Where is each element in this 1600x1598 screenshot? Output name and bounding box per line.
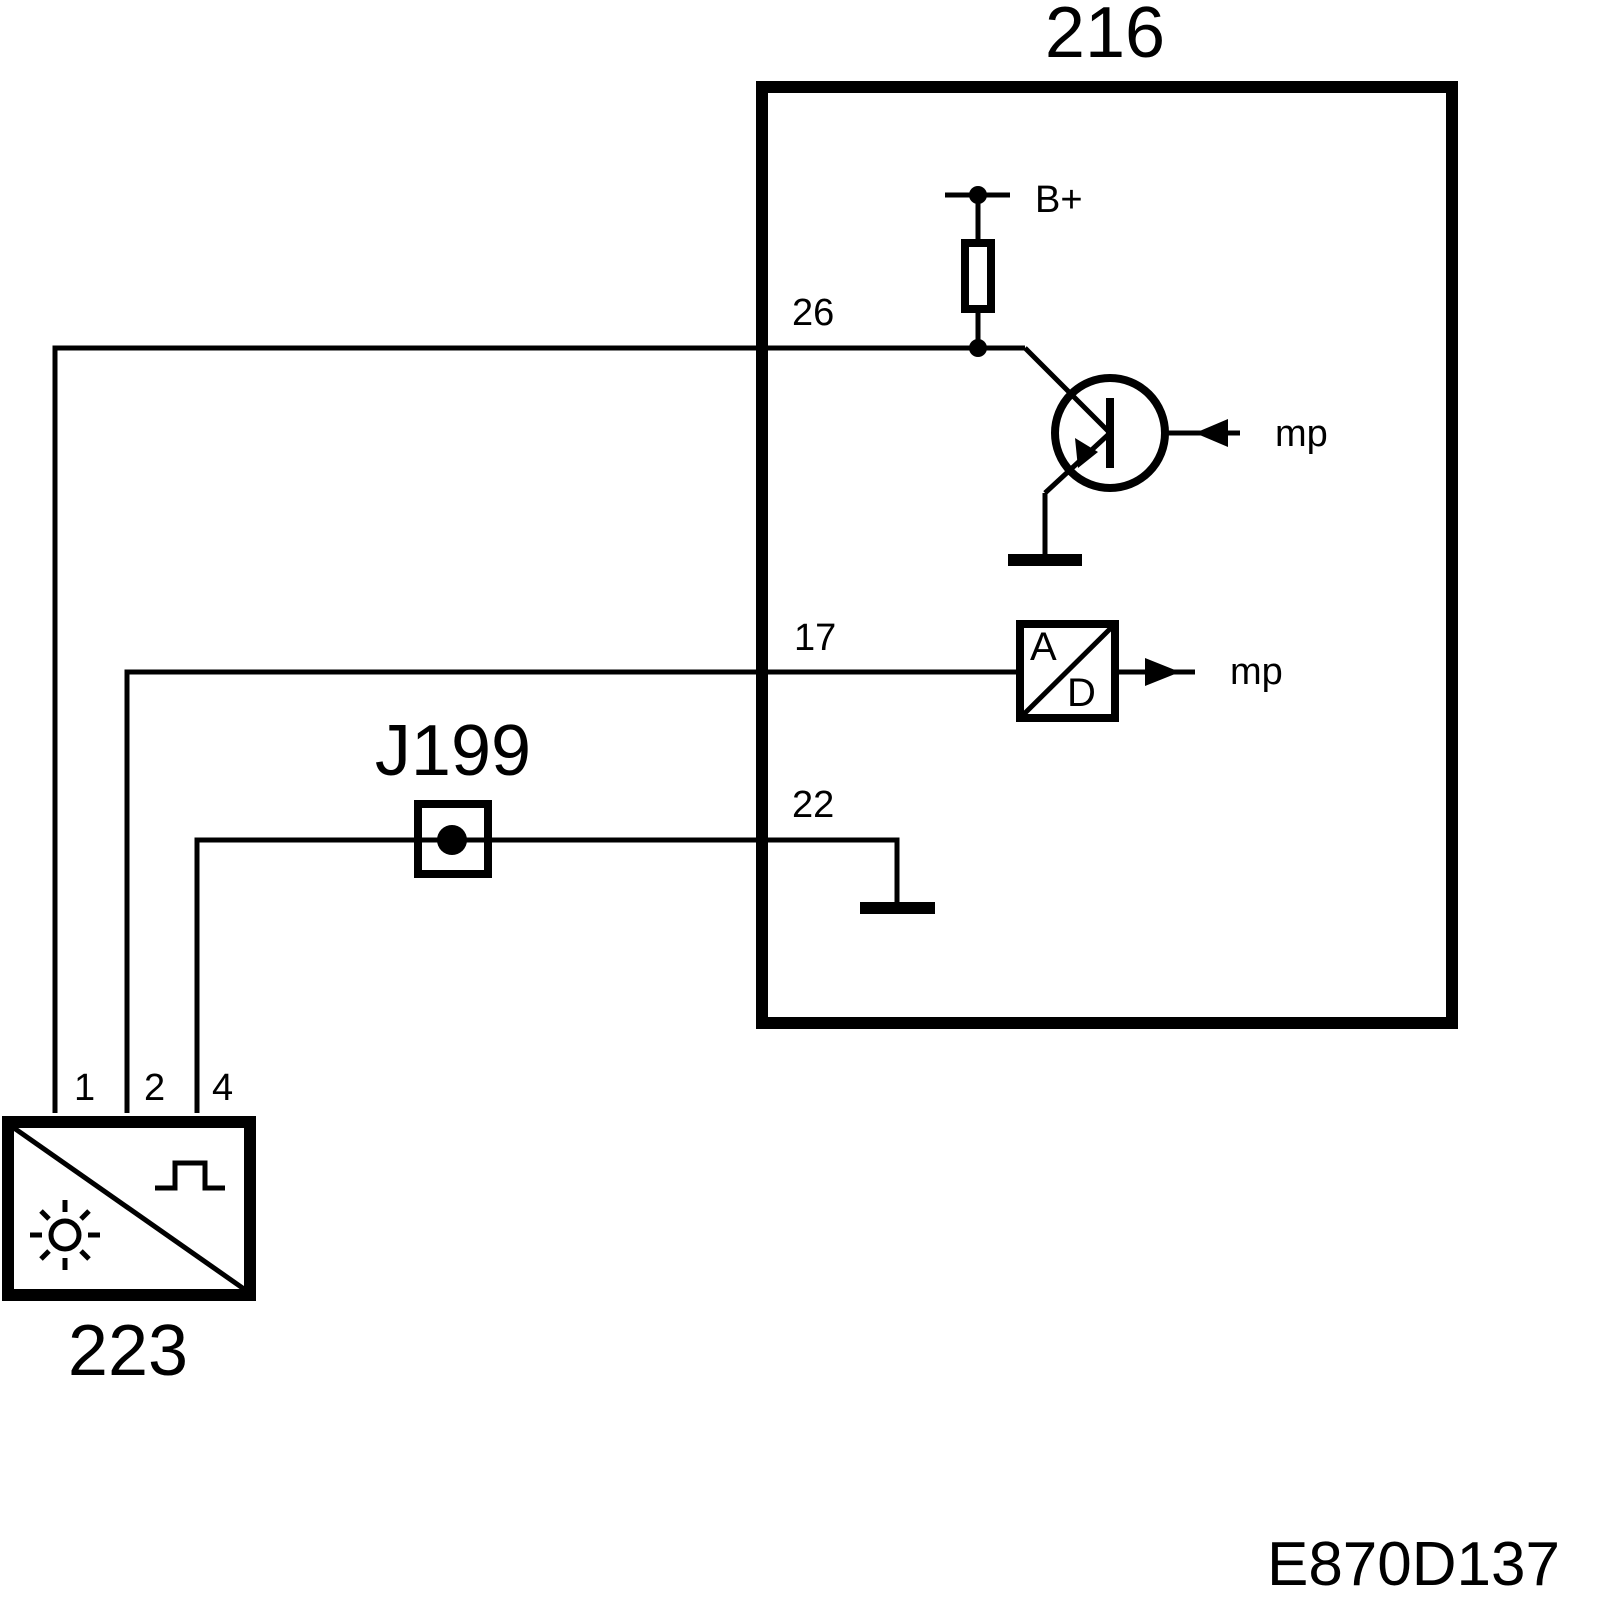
ad-converter [1016,620,1195,722]
sensor-pin-4-label: 4 [212,1067,233,1109]
sensor-pin-2-label: 2 [144,1067,165,1109]
sensor-223-label: 223 [68,1311,188,1391]
transistor-output-label: mp [1275,413,1328,455]
wire-pin-26 [52,345,1025,1113]
pullup-resistor [945,186,1010,357]
module-pin-22-label: 22 [792,784,834,826]
transistor-symbol [1008,346,1240,566]
adc-output-label: mp [1230,651,1283,693]
module-pin-26-label: 26 [792,292,834,334]
figure-code: E870D137 [1267,1530,1560,1598]
adc-a-label: A [1030,625,1057,669]
supply-label: B+ [1035,179,1083,221]
sensor-223-box [2,1116,256,1301]
adc-d-label: D [1067,671,1096,715]
sensor-pin-1-label: 1 [74,1067,95,1109]
module-216-box [756,81,1458,1029]
light-icon [30,1200,100,1270]
module-216-label: 216 [1045,0,1165,73]
module-pin-17-label: 17 [794,617,836,659]
wire-pin-17 [124,669,1020,1113]
connector-j199-label: J199 [375,711,531,791]
connector-j199 [414,800,492,878]
wire-pin-22 [194,837,900,1113]
